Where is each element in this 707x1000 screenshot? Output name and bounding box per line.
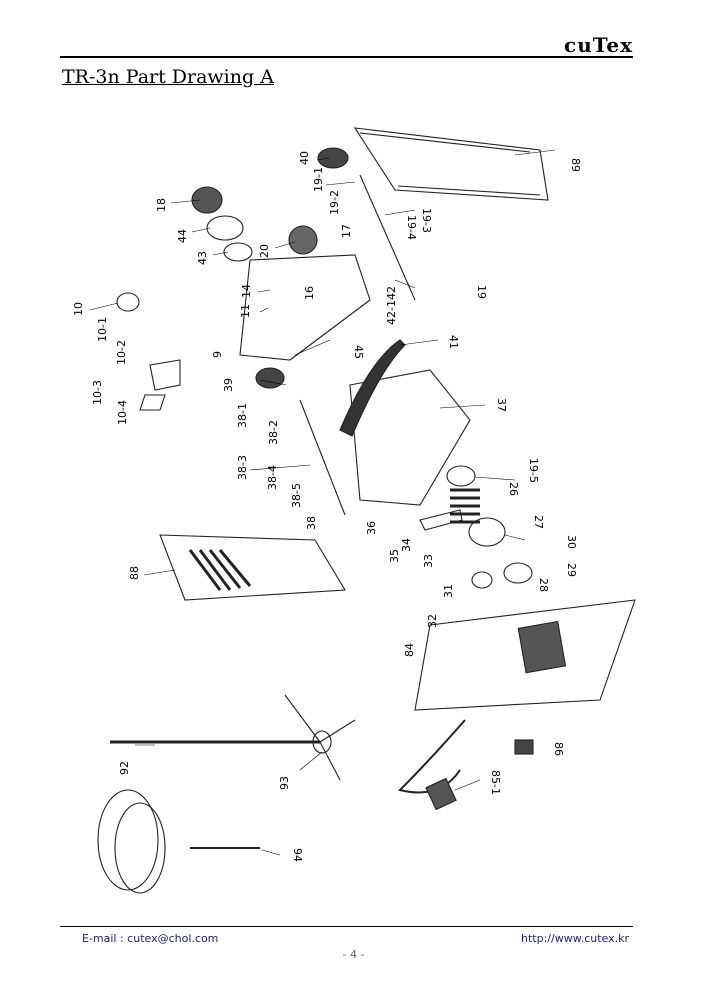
callout-85-1: 85-1: [489, 770, 502, 795]
callout-84: 84: [403, 643, 416, 657]
gear-40: [317, 147, 349, 169]
callout-30: 30: [565, 535, 578, 549]
callout-45: 45: [352, 345, 365, 359]
callout-19-3: 19-3: [420, 208, 433, 233]
callout-26: 26: [507, 482, 520, 496]
motor-plate: [239, 254, 371, 361]
footer-rule: [60, 926, 633, 927]
side-cover: [159, 534, 346, 601]
header-rule: [60, 56, 633, 58]
callout-14: 14: [240, 284, 253, 298]
callout-39: 39: [222, 378, 235, 392]
callout-27: 27: [532, 515, 545, 529]
hub-31: [471, 571, 493, 589]
callout-38-4: 38-4: [266, 465, 279, 490]
top-plate: [353, 127, 549, 201]
callout-44: 44: [176, 229, 189, 243]
callout-10-3: 10-3: [91, 380, 104, 405]
reel-93: [284, 694, 356, 781]
callout-38-3: 38-3: [236, 455, 249, 480]
exploded-parts-drawing: 89 40 19-1 19-2 19-3 19-4 18 44 43 20 17…: [72, 127, 636, 894]
roller-27: [468, 517, 506, 547]
pulley-43: [223, 242, 253, 262]
callout-19-5: 19-5: [527, 458, 540, 483]
callout-86: 86: [552, 742, 565, 756]
terminal-block: [517, 620, 567, 674]
page-number: - 4 -: [342, 948, 365, 961]
callout-29: 29: [565, 563, 578, 577]
spool-disc: [97, 789, 159, 891]
callout-18: 18: [155, 198, 168, 212]
callout-43: 43: [196, 251, 209, 265]
callout-94: 94: [291, 848, 304, 862]
callout-19-2: 19-2: [328, 190, 341, 215]
gear-18: [191, 186, 223, 214]
main-frame: [349, 369, 471, 506]
bottom-plate: [414, 599, 636, 711]
callout-89: 89: [569, 158, 582, 172]
callout-35: 35: [388, 549, 401, 563]
callout-19-4: 19-4: [405, 215, 418, 240]
callout-41: 41: [447, 335, 460, 349]
callout-37: 37: [495, 398, 508, 412]
washer-44: [206, 215, 244, 241]
arm-36: [419, 509, 463, 531]
callout-9: 9: [211, 351, 224, 358]
belt: [339, 339, 406, 437]
bracket-10-4: [139, 394, 166, 411]
callout-10-1: 10-1: [96, 317, 109, 342]
callout-42: 42: [385, 286, 398, 300]
callout-19: 19: [475, 285, 488, 299]
shaft-38: [299, 399, 346, 516]
callout-28: 28: [537, 578, 550, 592]
footer-email[interactable]: E-mail : cutex@chol.com: [82, 932, 219, 945]
callout-36: 36: [365, 521, 378, 535]
callout-19-1: 19-1: [312, 167, 325, 192]
hub-28: [503, 562, 533, 584]
gear-39: [255, 367, 285, 389]
callout-42-1: 42-1: [385, 300, 398, 325]
page-title: TR-3n Part Drawing A: [62, 66, 274, 88]
callout-38-5: 38-5: [290, 483, 303, 508]
callout-16: 16: [303, 286, 316, 300]
callout-92: 92: [118, 761, 131, 775]
callout-34: 34: [400, 538, 413, 552]
callout-17: 17: [340, 224, 353, 238]
shaft-19: [359, 174, 416, 301]
brand-logo: cuTex: [564, 33, 633, 57]
callout-10-4: 10-4: [116, 400, 129, 425]
callout-31: 31: [442, 584, 455, 598]
callout-11: 11: [239, 304, 252, 318]
callout-93: 93: [278, 776, 291, 790]
pulley-19-5: [446, 465, 476, 487]
callout-10-2: 10-2: [115, 340, 128, 365]
callout-33: 33: [422, 554, 435, 568]
pulley-20: [288, 225, 318, 255]
callout-38-1: 38-1: [236, 403, 249, 428]
footer-url[interactable]: http://www.cutex.kr: [521, 932, 629, 945]
callout-88: 88: [128, 566, 141, 580]
callout-40: 40: [298, 151, 311, 165]
callout-20: 20: [258, 244, 271, 258]
plug: [425, 777, 457, 811]
spring-26: [450, 488, 480, 524]
bolt-86: [514, 739, 534, 755]
knob-10: [116, 292, 140, 312]
callout-10: 10: [72, 302, 85, 316]
callout-38: 38: [305, 516, 318, 530]
callout-38-2: 38-2: [267, 420, 280, 445]
hub-93: [312, 730, 332, 754]
callout-32: 32: [426, 614, 439, 628]
bracket-10-3: [149, 359, 181, 391]
power-cable: [398, 719, 466, 794]
